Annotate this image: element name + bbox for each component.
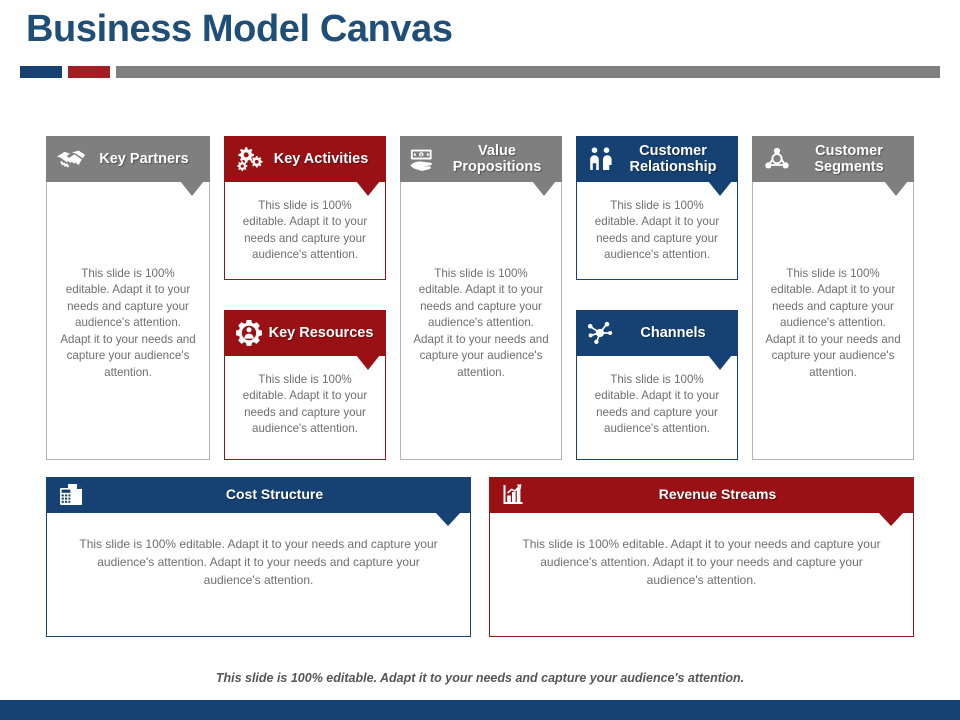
card-cost-structure-body: This slide is 100% editable. Adapt it to… xyxy=(46,513,471,637)
title-line-2: Propositions xyxy=(452,159,542,175)
card-notch xyxy=(878,512,904,526)
card-channels-body: This slide is 100% editable. Adapt it to… xyxy=(576,356,738,460)
title-line-1: Customer xyxy=(639,142,707,159)
network-nodes-icon xyxy=(760,142,794,176)
footer-note: This slide is 100% editable. Adapt it to… xyxy=(215,671,745,685)
card-key-resources-body: This slide is 100% editable. Adapt it to… xyxy=(224,356,386,460)
card-notch xyxy=(356,355,380,370)
card-notch xyxy=(884,181,908,196)
card-notch xyxy=(356,181,380,196)
card-customer-segments[interactable]: Customer Segments This slide is 100% edi… xyxy=(752,136,914,460)
card-cost-structure-header: Cost Structure xyxy=(46,477,471,526)
card-customer-relationship-body: This slide is 100% editable. Adapt it to… xyxy=(576,182,738,280)
card-notch xyxy=(180,181,204,196)
card-key-activities-body: This slide is 100% editable. Adapt it to… xyxy=(224,182,386,280)
card-customer-relationship[interactable]: Customer Relationship This slide is 100%… xyxy=(576,136,738,280)
page-title: Business Model Canvas xyxy=(26,8,453,50)
card-notch xyxy=(708,355,732,370)
footer-bar xyxy=(0,700,960,720)
card-body-text: This slide is 100% editable. Adapt it to… xyxy=(522,537,881,587)
card-key-partners[interactable]: Key Partners This slide is 100% editable… xyxy=(46,136,210,460)
card-body-text: This slide is 100% editable. Adapt it to… xyxy=(242,373,368,436)
card-body-text: This slide is 100% editable. Adapt it to… xyxy=(765,266,901,379)
card-body-text: This slide is 100% editable. Adapt it to… xyxy=(242,199,368,262)
card-key-partners-body: This slide is 100% editable. Adapt it to… xyxy=(46,182,210,460)
bar-chart-growth-icon xyxy=(497,478,531,512)
card-cost-structure[interactable]: Cost Structure This slide is 100% editab… xyxy=(46,477,471,637)
card-key-resources-title: Key Resources xyxy=(268,324,374,341)
card-value-propositions-header: $ Value Propositions xyxy=(400,136,562,196)
card-key-activities[interactable]: Key Activities This slide is 100% editab… xyxy=(224,136,386,280)
card-notch xyxy=(435,512,461,526)
card-key-partners-title: Key Partners xyxy=(99,150,189,167)
card-key-activities-header: Key Activities xyxy=(224,136,386,196)
title-accent-bars xyxy=(20,66,940,78)
card-revenue-streams-body: This slide is 100% editable. Adapt it to… xyxy=(489,513,914,637)
card-value-propositions-body: This slide is 100% editable. Adapt it to… xyxy=(400,182,562,460)
hub-network-icon xyxy=(584,316,618,350)
card-notch xyxy=(708,181,732,196)
card-customer-relationship-title: Customer Relationship xyxy=(618,143,732,175)
card-body-text: This slide is 100% editable. Adapt it to… xyxy=(79,537,438,587)
handshake-icon xyxy=(54,142,88,176)
card-revenue-streams-title: Revenue Streams xyxy=(658,486,777,503)
money-in-hand-icon: $ xyxy=(408,142,442,176)
card-key-partners-header: Key Partners xyxy=(46,136,210,196)
person-in-gear-icon xyxy=(232,316,266,350)
gears-icon xyxy=(232,142,266,176)
card-body-text: This slide is 100% editable. Adapt it to… xyxy=(60,266,196,379)
card-body-text: This slide is 100% editable. Adapt it to… xyxy=(594,199,720,262)
card-channels[interactable]: Channels This slide is 100% editable. Ad… xyxy=(576,310,738,460)
card-revenue-streams-header: Revenue Streams xyxy=(489,477,914,526)
accent-bar-blue xyxy=(20,66,62,78)
card-body-text: This slide is 100% editable. Adapt it to… xyxy=(413,266,549,379)
card-body-text: This slide is 100% editable. Adapt it to… xyxy=(594,373,720,436)
two-people-icon xyxy=(584,142,618,176)
card-notch xyxy=(532,181,556,196)
card-value-propositions-title: Value Propositions xyxy=(442,143,556,175)
accent-bar-red xyxy=(68,66,110,78)
card-customer-segments-header: Customer Segments xyxy=(752,136,914,196)
card-cost-structure-title: Cost Structure xyxy=(225,486,324,503)
card-key-resources[interactable]: Key Resources This slide is 100% editabl… xyxy=(224,310,386,460)
title-line-2: Segments xyxy=(814,159,884,175)
card-channels-header: Channels xyxy=(576,310,738,370)
svg-text:$: $ xyxy=(420,153,423,158)
title-line-1: Value xyxy=(478,142,516,159)
card-revenue-streams[interactable]: Revenue Streams This slide is 100% edita… xyxy=(489,477,914,637)
card-customer-segments-body: This slide is 100% editable. Adapt it to… xyxy=(752,182,914,460)
title-line-2: Relationship xyxy=(629,159,717,175)
card-key-activities-title: Key Activities xyxy=(273,150,369,167)
card-key-resources-header: Key Resources xyxy=(224,310,386,370)
card-value-propositions[interactable]: $ Value Propositions This slide is 100% … xyxy=(400,136,562,460)
accent-bar-gray xyxy=(116,66,940,78)
card-customer-relationship-header: Customer Relationship xyxy=(576,136,738,196)
card-channels-title: Channels xyxy=(640,324,706,341)
calculator-document-icon xyxy=(54,478,88,512)
card-customer-segments-title: Customer Segments xyxy=(794,143,908,175)
title-line-1: Customer xyxy=(815,142,883,159)
